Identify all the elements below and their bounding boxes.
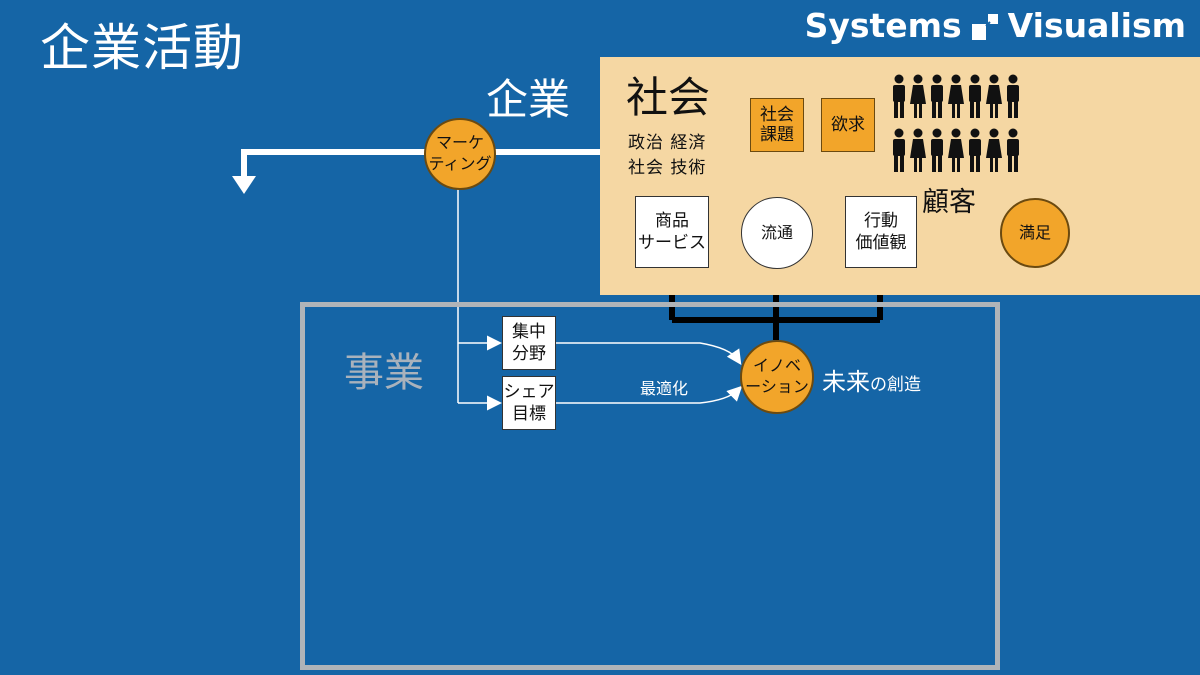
satisfaction-circle: 満足 (1000, 198, 1070, 268)
brand-left: Systems (804, 6, 962, 45)
social-issue-line2: 課題 (760, 125, 794, 145)
focus-to-innovation (556, 342, 742, 365)
slide-title: 企業活動 (40, 19, 244, 77)
company-label: 企業 (486, 75, 571, 124)
focus-area-box: 集中 分野 (502, 316, 556, 370)
future-small: の創造 (870, 375, 921, 395)
innovation-circle: イノベ ーション (740, 340, 814, 414)
brand-logo: Systems Visualism (805, 6, 1186, 45)
person-icon (986, 74, 1002, 118)
customer-label: 顧客 (922, 187, 976, 218)
society-title: 社会 (626, 73, 711, 122)
person-icon (986, 128, 1002, 172)
focus-line2: 分野 (512, 344, 546, 364)
distribution-circle: 流通 (741, 197, 813, 269)
innovation-line2: ーション (745, 377, 809, 396)
optimize-label: 最適化 (640, 379, 689, 398)
marketing-circle: マーケ ティング (424, 118, 496, 190)
future-big: 未来 (822, 368, 870, 396)
future-creation-label: 未来の創造 (822, 362, 921, 397)
behavior-values-box: 行動 価値観 (845, 196, 917, 268)
behavior-line1: 行動 (864, 210, 898, 231)
person-icon (1007, 74, 1019, 118)
person-icon (1007, 128, 1019, 172)
person-icon (969, 128, 981, 172)
person-icon (948, 74, 964, 118)
person-icon (931, 74, 943, 118)
brand-right: Visualism (1007, 6, 1186, 45)
feedback-arrowhead (232, 176, 256, 194)
marketing-line1: マーケ (435, 133, 484, 153)
focus-line1: 集中 (512, 321, 546, 342)
person-icon (969, 74, 981, 118)
share-line1: シェア (503, 381, 555, 402)
share-target-box: シェア 目標 (502, 376, 556, 430)
desire-box: 欲求 (821, 98, 875, 152)
innovation-line1: イノベ (752, 356, 801, 376)
innovation-bus (669, 285, 883, 340)
logo-icon (970, 11, 1000, 41)
person-icon (948, 128, 964, 172)
social-issue-line1: 社会 (760, 104, 794, 125)
product-service-box: 商品 サービス (635, 196, 709, 268)
share-line2: 目標 (512, 404, 546, 424)
product-line1: 商品 (655, 210, 689, 231)
person-icon (931, 128, 943, 172)
pest-factors-line1: 政治 経済 (628, 133, 707, 153)
behavior-line2: 価値観 (855, 233, 907, 253)
feedback-arrow (241, 149, 600, 178)
people-group (890, 74, 1022, 178)
business-frame (300, 302, 1000, 670)
share-to-innovation (556, 385, 743, 404)
pest-factors-line2: 社会 技術 (628, 158, 707, 178)
person-icon (893, 74, 905, 118)
business-label: 事業 (344, 350, 424, 396)
marketing-line2: ティング (428, 154, 492, 173)
social-issue-box: 社会 課題 (750, 98, 804, 152)
person-icon (910, 128, 926, 172)
product-line2: サービス (638, 233, 706, 253)
person-icon (893, 128, 905, 172)
person-icon (910, 74, 926, 118)
